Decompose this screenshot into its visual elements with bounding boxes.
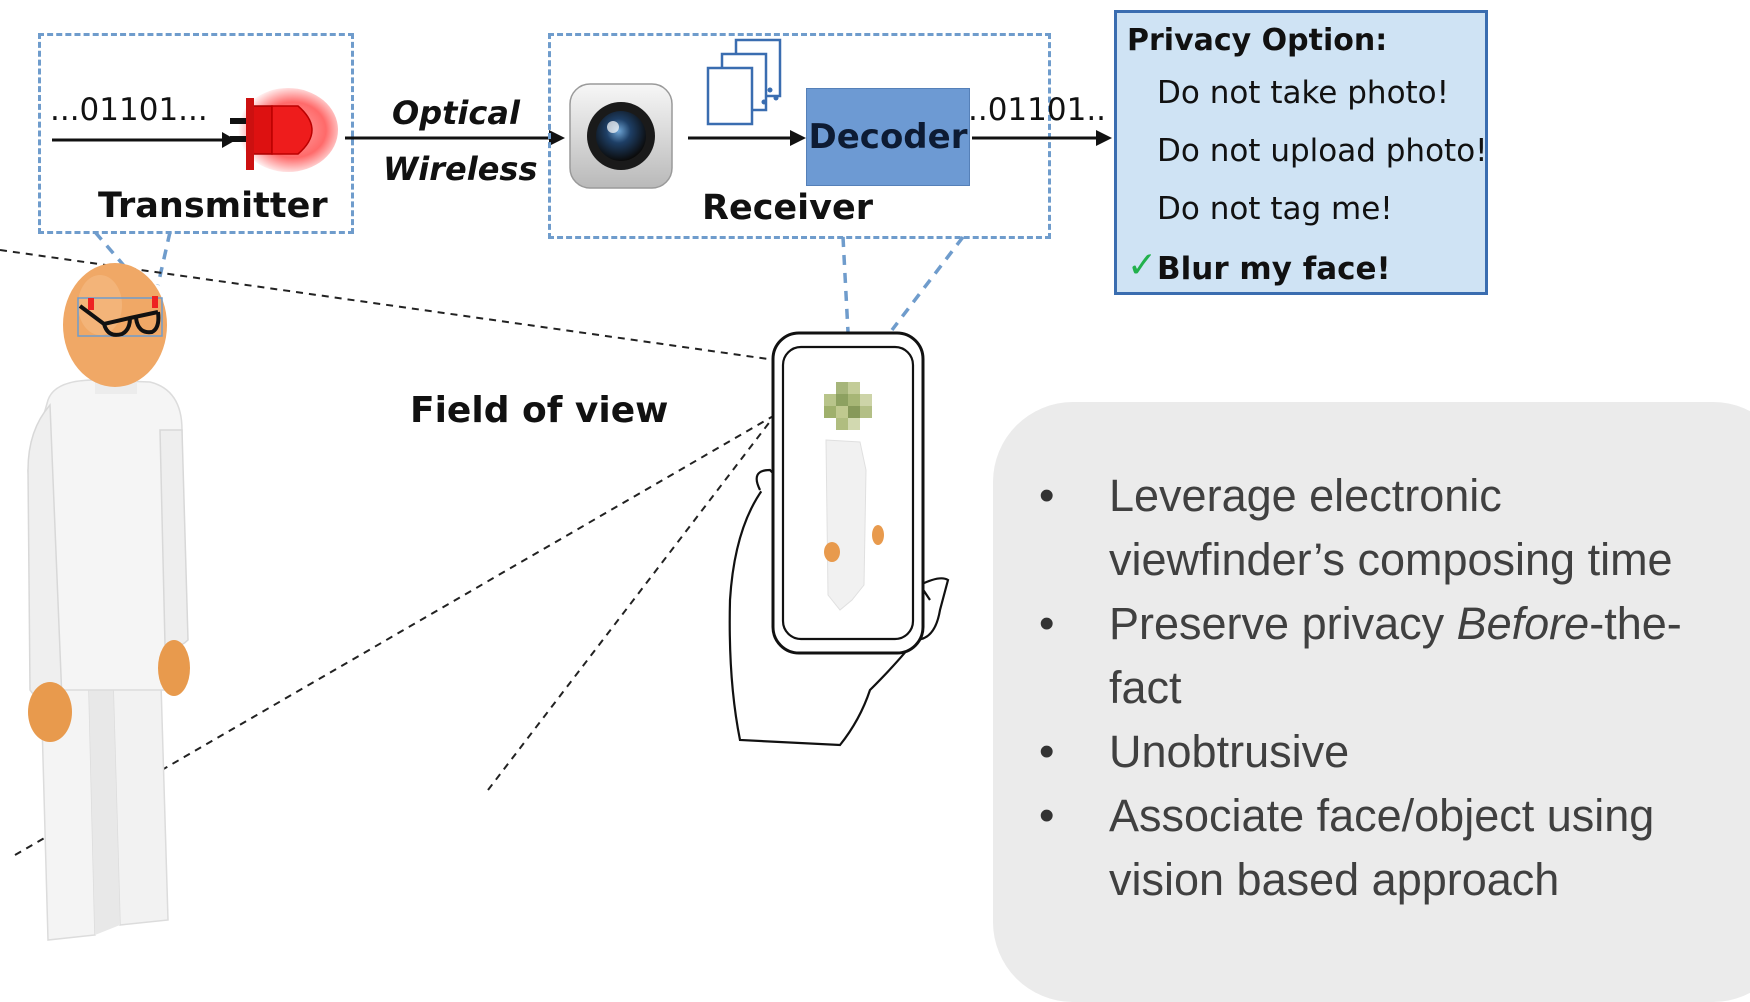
link-label-line2: Wireless [383, 150, 538, 188]
bullet-text: Associate face/object using vision based… [1109, 790, 1655, 905]
led-icon [230, 88, 338, 172]
input-arrow [52, 132, 236, 148]
privacy-option-no-upload: Do not upload photo! [1157, 133, 1488, 169]
transmitter-bits: ...01101... [50, 92, 208, 128]
bullet-item: Preserve privacy Before-the-fact [1039, 592, 1739, 720]
bullet-item: Unobtrusive [1039, 720, 1739, 784]
bullet-item: Leverage electronic viewfinder’s composi… [1039, 464, 1739, 592]
bullet-text: Leverage electronic viewfinder’s composi… [1109, 470, 1673, 585]
receiver-label: Receiver [702, 188, 873, 228]
bullet-list: Leverage electronic viewfinder’s composi… [1039, 464, 1739, 912]
field-of-view-label: Field of view [410, 390, 669, 431]
bullet-emphasis: Before [1456, 598, 1590, 649]
person-figure [27, 263, 190, 941]
blurred-face-pixels [824, 382, 872, 430]
bullet-text: Unobtrusive [1109, 726, 1350, 777]
privacy-option-no-tag: Do not tag me! [1157, 191, 1393, 227]
transmitter-box [38, 33, 354, 234]
diagram-artwork [0, 230, 965, 941]
bullet-text: Preserve privacy [1109, 598, 1457, 649]
bullet-panel: Leverage electronic viewfinder’s composi… [993, 402, 1750, 1002]
camera-icon [569, 83, 673, 189]
bullet-text: -the-fact [1109, 598, 1682, 713]
bullet-item: Associate face/object using vision based… [1039, 784, 1739, 912]
link-label-line1: Optical [392, 94, 520, 132]
decoder-output-bits: ..01101.. [968, 92, 1107, 128]
receiver-connector [841, 235, 965, 333]
privacy-options-panel: Privacy Option: Do not take photo! Do no… [1114, 10, 1488, 295]
document-stack-icon [706, 38, 782, 126]
smartphone [771, 331, 925, 655]
optical-link-arrow [345, 130, 565, 146]
receiver-box [548, 33, 1051, 239]
camera-to-decoder-arrow [688, 130, 806, 146]
transmitter-label: Transmitter [98, 186, 328, 226]
decoder-block: Decoder [806, 88, 970, 186]
privacy-option-blur-face: Blur my face! [1157, 251, 1391, 287]
privacy-title: Privacy Option: [1127, 23, 1388, 58]
transmitter-connector [93, 230, 172, 286]
checkmark-icon: ✓ [1127, 245, 1158, 286]
privacy-option-no-photo: Do not take photo! [1157, 75, 1450, 111]
output-arrow [972, 130, 1112, 146]
